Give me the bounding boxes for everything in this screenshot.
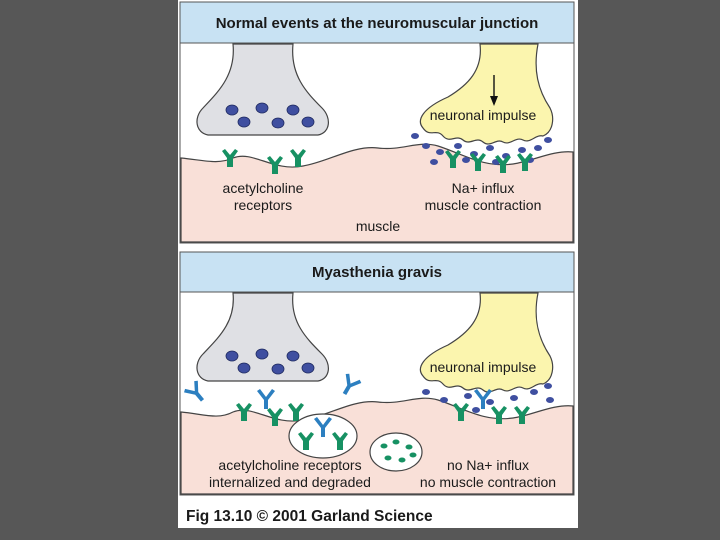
panel-normal: Normal events at the neuromuscular junct… <box>179 1 575 244</box>
label-no-na-influx: no Na+ influx <box>447 457 529 473</box>
label-receptors-internalized: acetylcholine receptors <box>218 457 361 473</box>
nerve-terminal-active <box>419 43 554 145</box>
released-acetylcholine <box>411 133 552 165</box>
panel-normal-title-bar <box>179 1 575 44</box>
impulse-label-mg: neuronal impulse <box>430 359 537 375</box>
degraded-vesicle <box>369 432 423 472</box>
impulse-arrowhead <box>490 96 498 106</box>
label-internalized-degraded: internalized and degraded <box>209 474 371 490</box>
label-na-influx: Na+ influx <box>452 180 515 196</box>
impulse-label-normal: neuronal impulse <box>430 107 537 123</box>
diagram-canvas: Normal events at the neuromuscular junct… <box>179 1 575 525</box>
synaptic-vesicles <box>225 102 315 129</box>
figure-13-10: Normal events at the neuromuscular junct… <box>178 0 578 528</box>
panel-mg-title-bar <box>179 251 575 293</box>
label-muscle: muscle <box>356 218 401 234</box>
label-muscle-contraction: muscle contraction <box>425 197 542 213</box>
label-receptors: receptors <box>234 197 292 213</box>
panel-normal-title: Normal events at the neuromuscular junct… <box>216 15 539 32</box>
degraded-fragments <box>380 439 417 463</box>
panel-mg-title: Myasthenia gravis <box>312 264 442 281</box>
label-no-muscle-contraction: no muscle contraction <box>420 474 556 490</box>
nerve-terminal-active-mg <box>419 292 554 393</box>
label-acetylcholine: acetylcholine <box>223 180 304 196</box>
figure-caption: Fig 13.10 © 2001 Garland Science <box>186 508 433 525</box>
panel-myasthenia-gravis: Myasthenia gravis <box>179 251 575 496</box>
released-acetylcholine-mg <box>422 383 554 413</box>
synaptic-vesicles-mg <box>225 348 315 375</box>
